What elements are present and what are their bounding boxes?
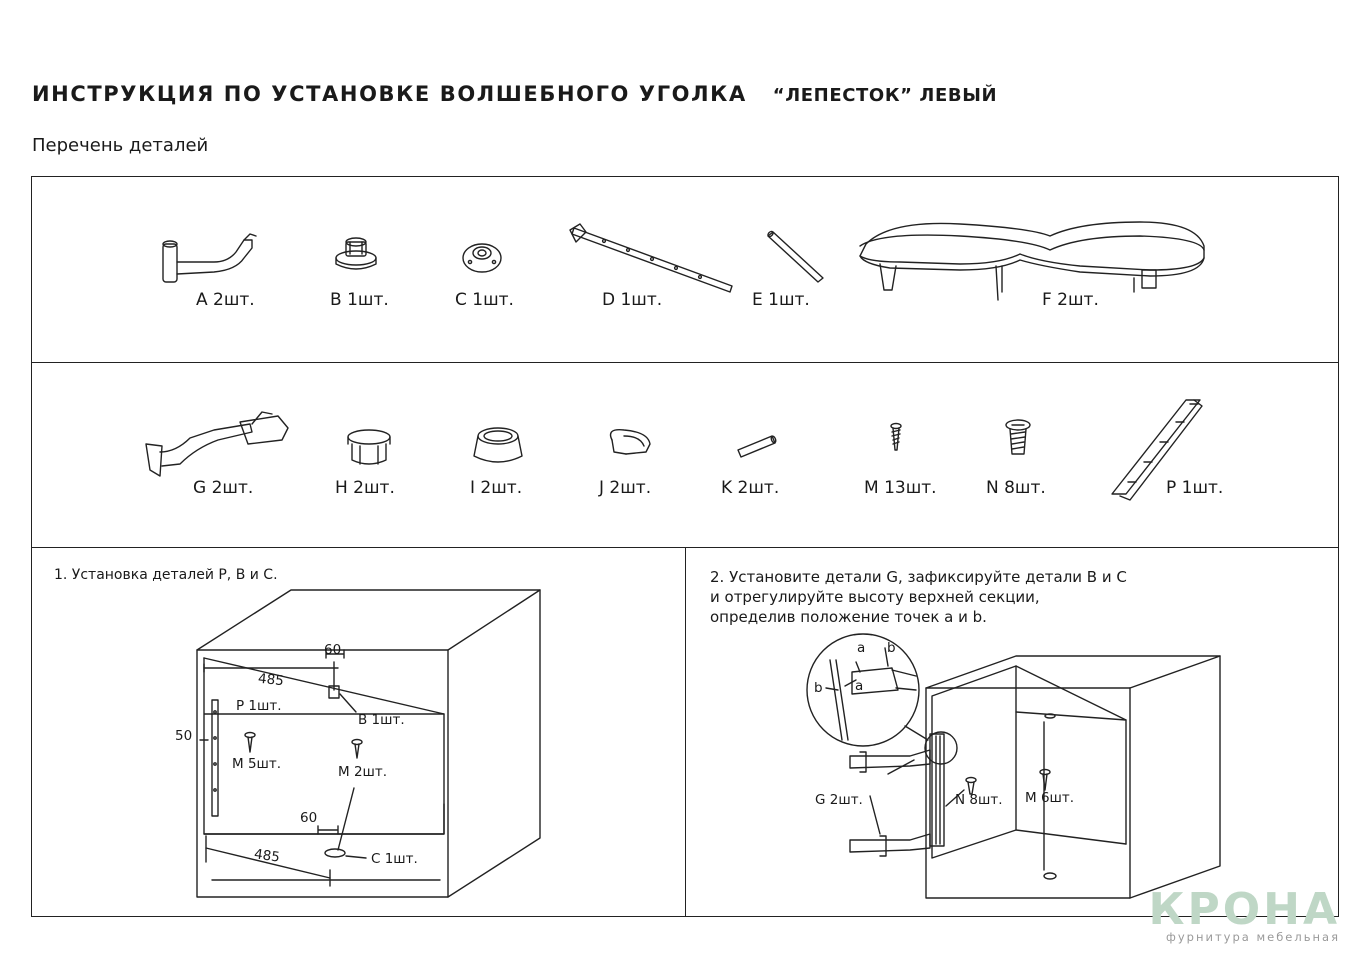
part-j-label: J 2шт. bbox=[599, 478, 652, 498]
point-a-lower: a bbox=[855, 678, 864, 694]
title-sub: “ЛЕПЕСТОК” ЛЕВЫЙ bbox=[772, 85, 998, 106]
step2-caption-line-3: определив положение точек a и b. bbox=[710, 608, 987, 626]
dim-side: 50 bbox=[175, 728, 193, 744]
parts-list-heading: Перечень деталей bbox=[32, 135, 209, 156]
pin-icon bbox=[737, 435, 777, 458]
callout-c: C 1шт. bbox=[371, 851, 418, 867]
sleeve-icon bbox=[347, 429, 391, 465]
part-m-label: M 13шт. bbox=[864, 478, 937, 498]
part-n-label: N 8шт. bbox=[986, 478, 1046, 498]
part-k-label: K 2шт. bbox=[721, 478, 780, 498]
callout-n: N 8шт. bbox=[955, 792, 1003, 808]
top-bushing-icon bbox=[335, 237, 377, 270]
dim-top-width: 485 bbox=[257, 670, 285, 690]
cone-ring-icon bbox=[473, 427, 523, 463]
callout-g: G 2шт. bbox=[815, 792, 863, 808]
step2-cabinet bbox=[806, 633, 1221, 899]
part-i-label: I 2шт. bbox=[470, 478, 523, 498]
dim-bottom-width: 485 bbox=[253, 846, 281, 866]
dim-top-offset: 60 bbox=[324, 642, 342, 658]
page-title: ИНСТРУКЦИЯ ПО УСТАНОВКЕ ВОЛШЕБНОГО УГОЛК… bbox=[32, 82, 997, 106]
corner-arm-icon bbox=[162, 233, 257, 283]
vertical-rail-icon bbox=[1111, 399, 1203, 501]
part-g-label: G 2шт. bbox=[193, 478, 254, 498]
brand-name: КРОНА bbox=[1148, 884, 1340, 935]
part-b-label: B 1шт. bbox=[330, 290, 389, 310]
callout-m2: M 2шт. bbox=[338, 764, 388, 780]
part-h-label: H 2шт. bbox=[335, 478, 395, 498]
dim-bottom-offset: 60 bbox=[300, 810, 318, 826]
part-a-label: A 2шт. bbox=[196, 290, 255, 310]
step1-caption: 1. Установка деталей P, B и C. bbox=[54, 567, 278, 583]
part-d-label: D 1шт. bbox=[602, 290, 663, 310]
part-e-label: E 1шт. bbox=[752, 290, 810, 310]
callout-m6: M 6шт. bbox=[1025, 790, 1075, 806]
point-a-upper: a bbox=[857, 640, 866, 656]
point-b-lower: b bbox=[814, 680, 823, 696]
title-main: ИНСТРУКЦИЯ ПО УСТАНОВКЕ ВОЛШЕБНОГО УГОЛК… bbox=[32, 82, 747, 106]
part-c-label: C 1шт. bbox=[455, 290, 514, 310]
step2-caption-line-1: 2. Установите детали G, зафиксируйте дет… bbox=[710, 568, 1127, 586]
petal-basket-icon bbox=[859, 221, 1205, 301]
step2-caption-line-2: и отрегулируйте высоту верхней секции, bbox=[710, 588, 1040, 606]
step1-cabinet bbox=[196, 589, 541, 898]
bolt-icon bbox=[1005, 419, 1031, 455]
bracket-arm-icon bbox=[145, 411, 289, 477]
step2-frame bbox=[685, 547, 1339, 917]
screw-icon bbox=[890, 422, 902, 451]
bottom-flange-icon bbox=[462, 243, 502, 273]
step2-caption: 2. Установите детали G, зафиксируйте дет… bbox=[710, 567, 1127, 627]
clip-ring-icon bbox=[609, 429, 651, 455]
point-b-upper: b bbox=[887, 640, 896, 656]
part-f-label: F 2шт. bbox=[1042, 290, 1099, 310]
brand-tagline: фурнитура мебельная bbox=[1166, 930, 1340, 944]
callout-m5: M 5шт. bbox=[232, 756, 282, 772]
rail-bar-icon bbox=[569, 223, 733, 293]
rod-icon bbox=[767, 230, 824, 283]
callout-p: P 1шт. bbox=[236, 698, 282, 714]
callout-b: B 1шт. bbox=[358, 712, 405, 728]
brand-logo: КРОНА фурнитура мебельная bbox=[1140, 884, 1340, 945]
part-p-label: P 1шт. bbox=[1166, 478, 1224, 498]
